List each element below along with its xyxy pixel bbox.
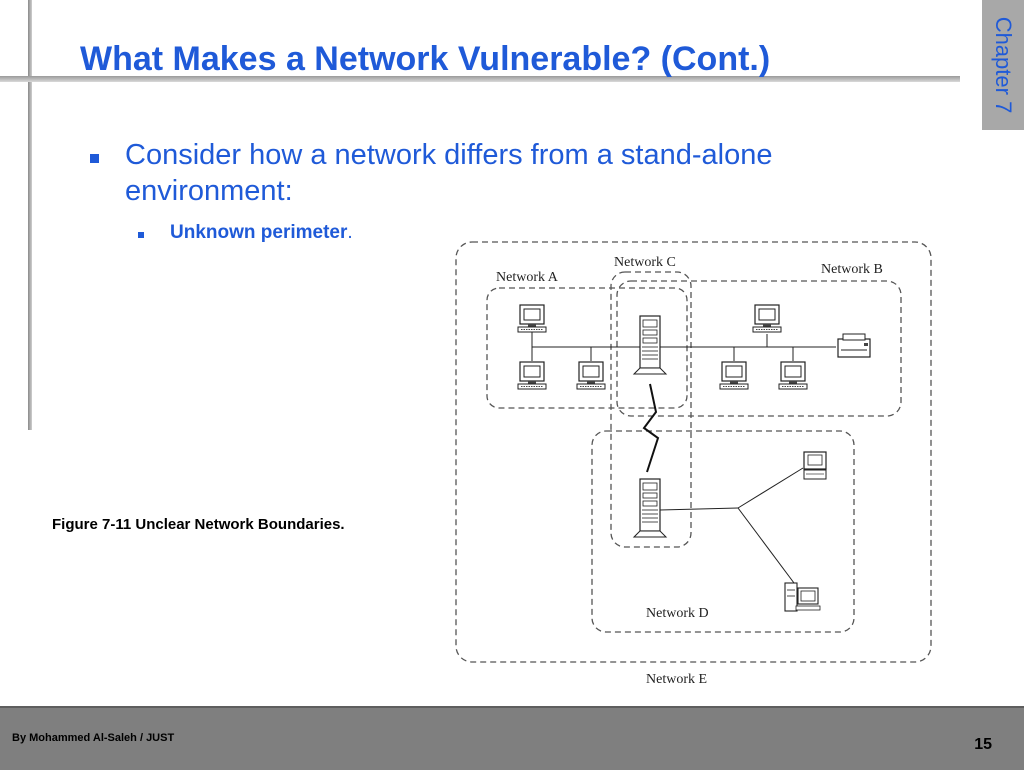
computer-icon [752,304,782,333]
printer-icon [837,333,871,358]
chapter-tab [982,0,1024,130]
computer-icon [719,361,749,390]
figure-caption: Figure 7-11 Unclear Network Boundaries. [52,516,345,533]
network-diagram: Network A Network B Network C Network D … [455,241,932,687]
network-c-label: Network C [614,255,676,270]
computer-icon [517,361,547,390]
decor-horizontal-rule [0,76,960,82]
page-number: 15 [974,736,992,753]
network-a-label: Network A [496,270,559,285]
server-icon [633,315,667,375]
workstation-icon [784,582,821,612]
computer-icon [517,304,547,333]
slide-footer: By Mohammed Al-Saleh / JUST 15 [0,706,1024,770]
network-e-boundary [455,241,932,663]
chapter-label: Chapter 7 [991,16,1016,114]
sub-bullet-marker [138,232,144,238]
computer-icon [576,361,606,390]
network-d-label: Network D [646,606,709,621]
bullet-text: Consider how a network differs from a st… [125,139,773,207]
decor-vertical-rule [28,0,32,430]
network-a-boundary [486,287,688,409]
sub-bullet-bold: Unknown perimeter [170,222,348,243]
network-c-boundary [610,271,692,548]
computer-icon [778,361,808,390]
slide-title: What Makes a Network Vulnerable? (Cont.) [80,40,771,78]
sub-bullet-rest: . [347,222,353,243]
network-b-label: Network B [821,262,883,277]
network-b-boundary [616,280,902,417]
wireless-link [642,383,660,473]
network-d-boundary [591,430,855,633]
footer-author: By Mohammed Al-Saleh / JUST [12,732,175,744]
server-icon [633,478,667,538]
bullet-marker [90,154,99,163]
network-links [531,332,836,588]
network-e-label: Network E [646,672,707,687]
sub-bullet-text: Unknown perimeter. [170,222,353,244]
terminal-icon [803,451,827,480]
